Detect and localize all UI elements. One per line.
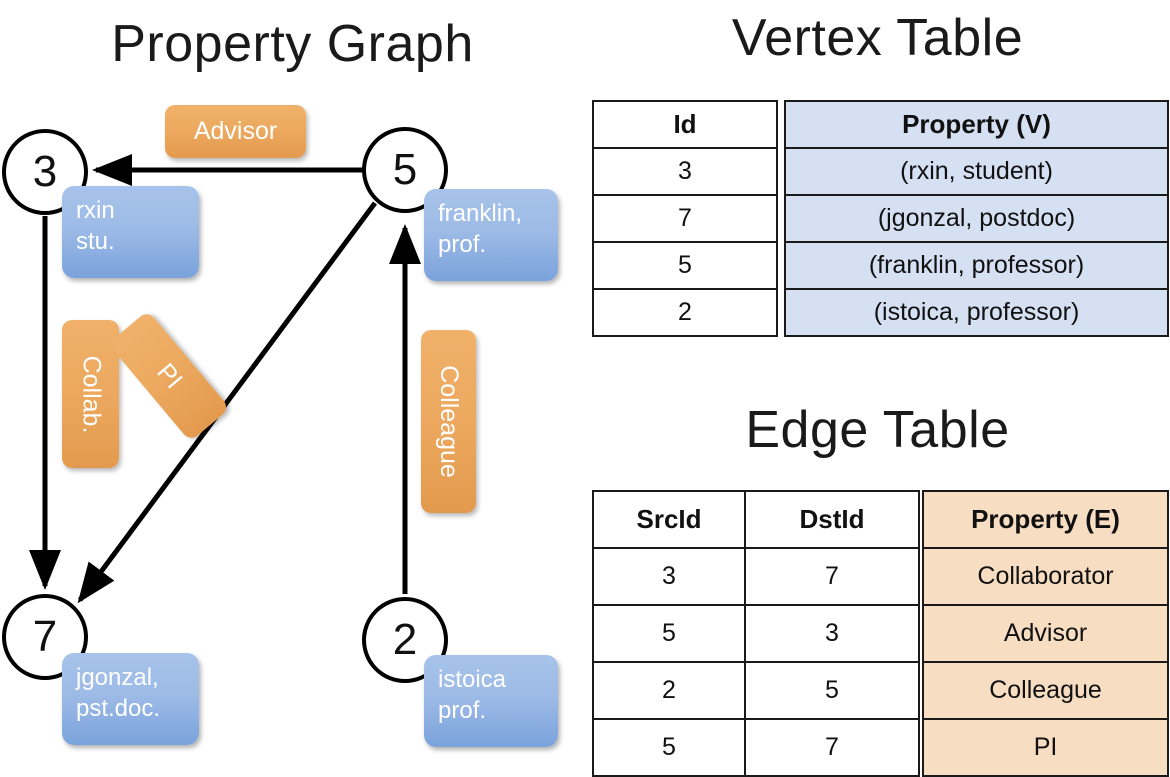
table-row: 5 7 [592, 718, 920, 777]
node-property-istoica-line2: prof. [438, 696, 487, 724]
edge-table-cell-property: Advisor [922, 604, 1169, 663]
edge-label-collab: Collab. [62, 320, 119, 468]
edge-label-collab-text: Collab. [77, 355, 106, 433]
edge-table-cell-property: Colleague [922, 661, 1169, 720]
vertex-table-cell-id: 2 [592, 288, 778, 337]
graph-edges-svg [29, 154, 421, 604]
edge-label-advisor-text: Advisor [193, 117, 278, 145]
edge-table-cell-dstid: 5 [744, 661, 920, 720]
table-row: Advisor [922, 604, 1169, 663]
graph-node-7-label: 7 [32, 612, 58, 661]
vertex-table-property-column: Property (V) (rxin, student) (jgonzal, p… [784, 100, 1169, 337]
node-property-box-istoica: istoica prof. [424, 655, 558, 747]
node-property-box-jgonzal: jgonzal, pst.doc. [62, 653, 199, 745]
graph-node-3-label: 3 [32, 147, 58, 196]
edge-label-colleague: Colleague [421, 330, 476, 513]
edge-table-cell-srcid: 3 [592, 547, 746, 606]
table-row: (jgonzal, postdoc) [784, 194, 1169, 243]
vertex-table-cell-id: 5 [592, 241, 778, 290]
table-row: 7 [592, 194, 778, 243]
table-row: (istoica, professor) [784, 288, 1169, 337]
table-row: PI [922, 718, 1169, 777]
edge-table-property-column: Property (E) Collaborator Advisor Collea… [922, 490, 1169, 777]
property-graph-diagram: 3 5 7 2 rxin stu. franklin, prof. jgonza… [0, 0, 585, 760]
node-property-franklin-line1: franklin, [438, 200, 523, 227]
edge-table-header-srcid: SrcId [592, 490, 746, 549]
edge-table-cell-dstid: 7 [744, 547, 920, 606]
table-row: 3 [592, 147, 778, 196]
node-property-box-rxin: rxin stu. [62, 186, 199, 278]
node-property-franklin-line2: prof. [438, 230, 487, 258]
vertex-table-header-property: Property (V) [784, 100, 1169, 149]
table-row: 3 7 [592, 547, 920, 606]
table-row: 2 5 [592, 661, 920, 720]
page-title-vertex-table: Vertex Table [731, 9, 1024, 67]
page-title-property-graph: Property Graph [111, 15, 474, 73]
node-property-jgonzal-line2: pst.doc. [76, 694, 161, 722]
edge-label-pi-text: PI [151, 357, 188, 394]
edge-label-advisor: Advisor [165, 105, 306, 158]
edge-table-cell-srcid: 5 [592, 604, 746, 663]
vertex-table-cell-id: 7 [592, 194, 778, 243]
graph-node-5-label: 5 [392, 145, 418, 194]
table-header-row: Property (V) [784, 100, 1169, 149]
node-property-box-franklin: franklin, prof. [424, 189, 558, 281]
table-header-row: SrcId DstId [592, 490, 920, 549]
table-header-row: Property (E) [922, 490, 1169, 549]
edge-table-cell-property: Collaborator [922, 547, 1169, 606]
table-row: Colleague [922, 661, 1169, 720]
table-row: (franklin, professor) [784, 241, 1169, 290]
vertex-table-cell-property: (franklin, professor) [784, 241, 1169, 290]
table-header-row: Id [592, 100, 778, 149]
edge-table-cell-srcid: 2 [592, 661, 746, 720]
table-row: 2 [592, 288, 778, 337]
edge-table-src-dst-columns: SrcId DstId 3 7 5 3 2 5 5 7 [592, 490, 920, 777]
edge-table-cell-property: PI [922, 718, 1169, 777]
page-title-edge-table: Edge Table [745, 401, 1010, 459]
node-property-istoica-line1: istoica [438, 666, 507, 693]
table-row: 5 [592, 241, 778, 290]
node-property-rxin-line2: stu. [76, 227, 115, 255]
graph-node-2[interactable]: 2 [362, 597, 448, 683]
edge-table-header-dstid: DstId [744, 490, 920, 549]
vertex-table-cell-property: (rxin, student) [784, 147, 1169, 196]
edge-5-to-7 [77, 201, 378, 604]
vertex-table-cell-id: 3 [592, 147, 778, 196]
edge-table-cell-srcid: 5 [592, 718, 746, 777]
graph-node-5[interactable]: 5 [362, 127, 448, 213]
node-property-rxin-line1: rxin [76, 197, 115, 224]
table-row: Collaborator [922, 547, 1169, 606]
table-row: (rxin, student) [784, 147, 1169, 196]
table-row: 5 3 [592, 604, 920, 663]
edge-table-cell-dstid: 3 [744, 604, 920, 663]
edge-table-cell-dstid: 7 [744, 718, 920, 777]
edge-label-colleague-text: Colleague [435, 365, 463, 478]
edge-table-header-property: Property (E) [922, 490, 1169, 549]
node-property-jgonzal-line1: jgonzal, [76, 664, 159, 691]
vertex-table-header-id: Id [592, 100, 778, 149]
vertex-table-cell-property: (istoica, professor) [784, 288, 1169, 337]
graph-node-2-label: 2 [392, 615, 418, 664]
vertex-table-cell-property: (jgonzal, postdoc) [784, 194, 1169, 243]
vertex-table-id-column: Id 3 7 5 2 [592, 100, 778, 337]
